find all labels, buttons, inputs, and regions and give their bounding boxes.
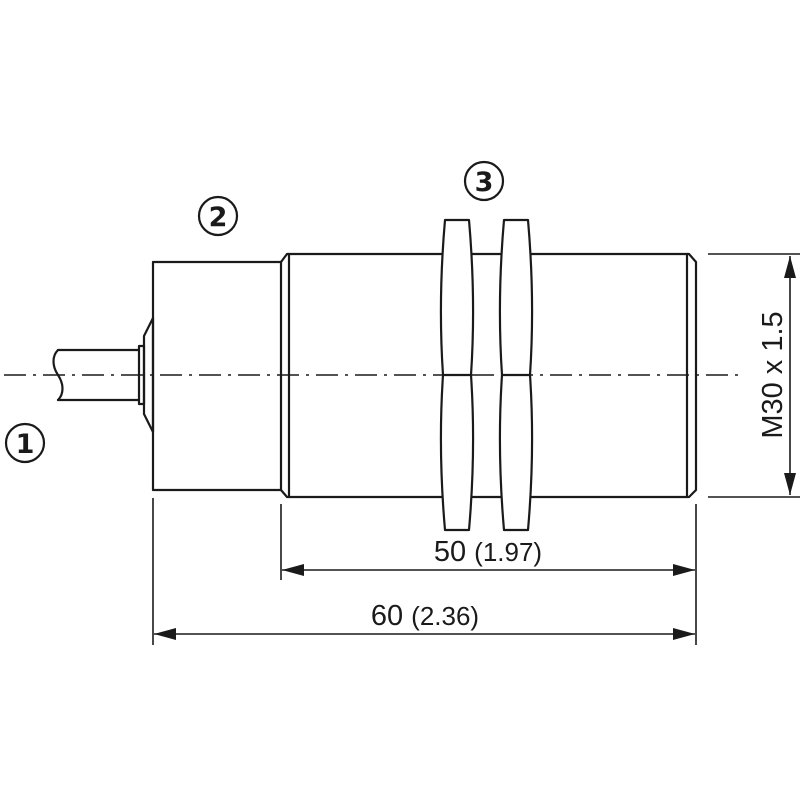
dimension-thread-length: 50 (1.97) — [282, 536, 695, 576]
thread-length-value: 50 — [434, 536, 466, 568]
thread-length-inches: (1.97) — [474, 537, 542, 567]
callout-2-label: 2 — [209, 202, 228, 233]
total-length-value: 60 — [371, 600, 403, 632]
dimension-thread-spec: M30 x 1.5 — [757, 256, 796, 495]
extension-lines — [152, 253, 800, 645]
callout-3-label: 3 — [475, 167, 494, 198]
callout-3: 3 — [463, 160, 505, 202]
callout-2: 2 — [197, 195, 239, 237]
callout-1: 1 — [4, 422, 46, 464]
total-length-inches: (2.36) — [411, 601, 479, 631]
svg-text:50(1.97): 50 (1.97) — [434, 536, 542, 568]
callout-1-label: 1 — [16, 429, 35, 460]
svg-text:60(2.36): 60 (2.36) — [371, 600, 479, 632]
thread-spec-label: M30 x 1.5 — [757, 311, 789, 438]
rear-housing — [151, 260, 283, 492]
dimension-total-length: 60 (2.36) — [154, 600, 695, 640]
